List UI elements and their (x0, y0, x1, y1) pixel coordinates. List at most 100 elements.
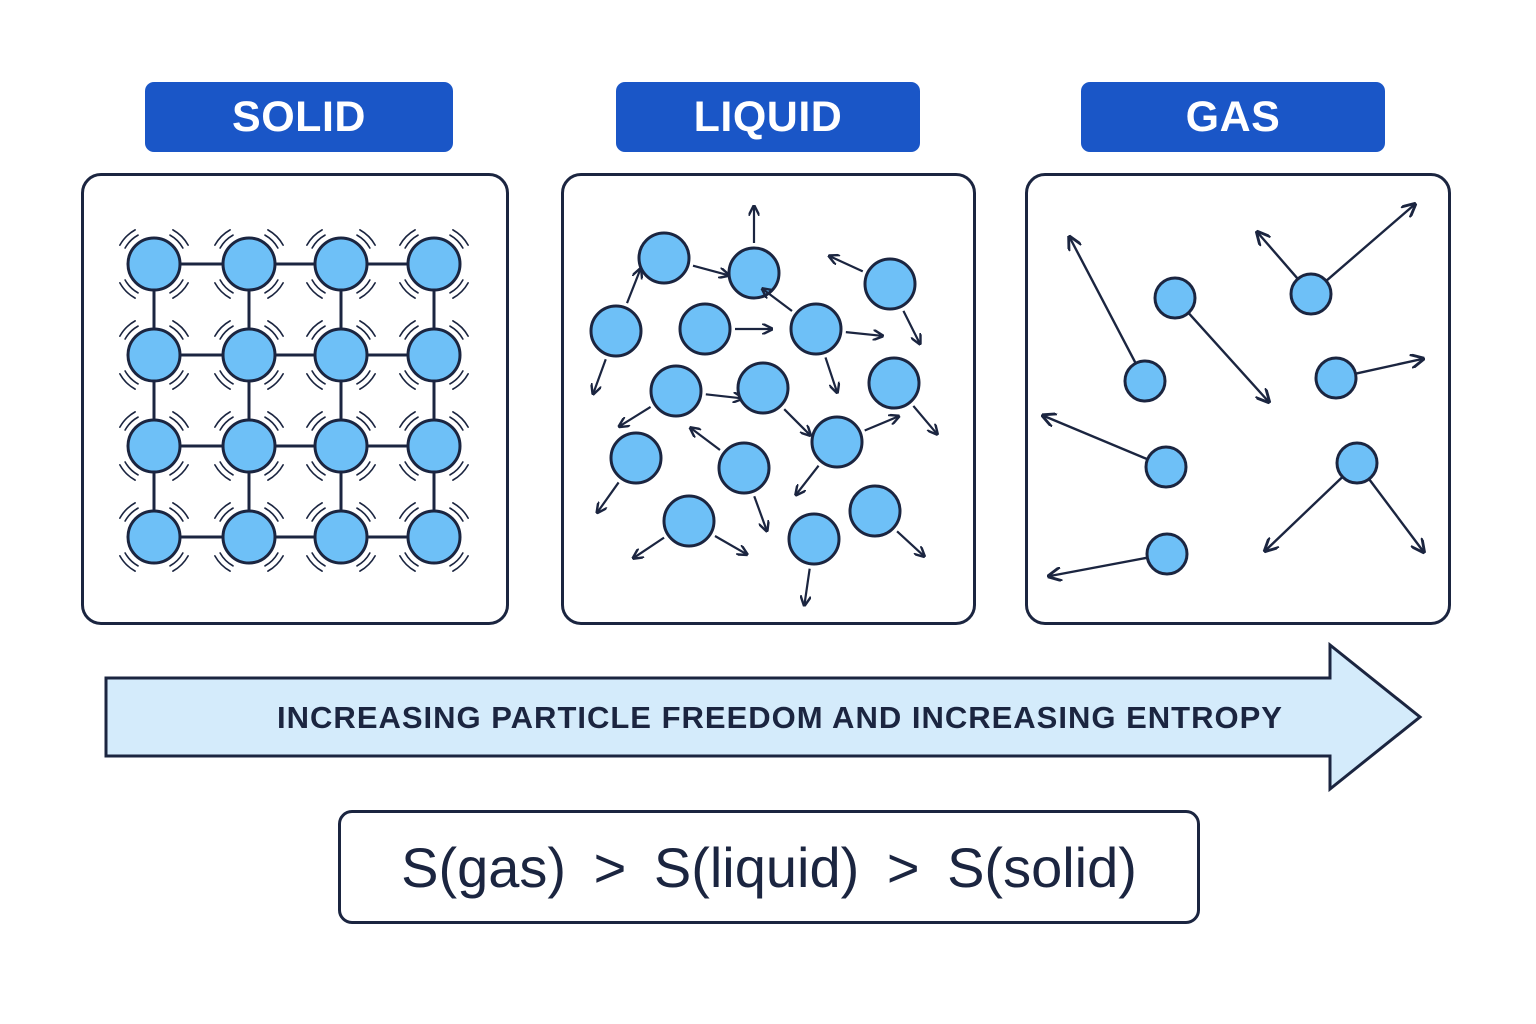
motion-arrow (625, 270, 640, 304)
liquid-particle (649, 364, 703, 418)
trajectory-arrow (1070, 238, 1137, 364)
motion-arrow (912, 405, 936, 434)
solid-particle (126, 418, 182, 474)
solid-particle (313, 236, 369, 292)
gas-particle-group (1070, 238, 1167, 403)
gas-particle (1289, 272, 1333, 316)
vibration-marks (119, 320, 189, 390)
liquid-particle-group (634, 494, 746, 558)
solid-particle (221, 327, 277, 383)
liquid-particle-group (763, 289, 881, 391)
vibration-marks (214, 229, 284, 299)
solid-particle (221, 509, 277, 565)
liquid-particle-group (691, 428, 771, 530)
liquid-particle-group (598, 431, 663, 512)
gas-particle-group (1266, 441, 1423, 551)
solid-particle (406, 509, 462, 565)
gas-particle (1144, 445, 1188, 489)
solid-particle (313, 327, 369, 383)
motion-arrow (896, 530, 923, 555)
gas-particle (1145, 532, 1189, 576)
gas-particle-group (1153, 276, 1268, 401)
liquid-particle-group (678, 302, 771, 356)
motion-arrow (805, 568, 810, 605)
trajectory-arrow (1368, 478, 1423, 551)
liquid-panel (561, 173, 976, 625)
motion-arrow (763, 289, 793, 312)
gas-panel (1025, 173, 1451, 625)
entropy-arrow-text: INCREASING PARTICLE FREEDOM AND INCREASI… (277, 699, 1283, 735)
vibration-marks (306, 411, 376, 481)
motion-arrow (796, 465, 820, 494)
vibration-marks (399, 320, 469, 390)
liquid-particle-group (727, 207, 781, 300)
motion-arrow (691, 428, 721, 451)
liquid-particle (717, 441, 771, 495)
liquid-particle-group (589, 270, 643, 393)
motion-arrow (620, 405, 652, 426)
trajectory-arrow (1187, 312, 1268, 401)
solid-particle (313, 509, 369, 565)
gas-particle (1314, 356, 1358, 400)
liquid-particle (727, 246, 781, 300)
solid-lattice-diagram (119, 229, 469, 572)
liquid-particle (637, 231, 691, 285)
solid-particle (221, 418, 277, 474)
motion-arrow (830, 256, 864, 273)
solid-particle (126, 327, 182, 383)
solid-particle (313, 418, 369, 474)
liquid-particle-group (796, 417, 897, 494)
liquid-particle (678, 302, 732, 356)
liquid-particles-diagram (589, 176, 976, 625)
vibration-marks (306, 502, 376, 572)
solid-panel (81, 173, 509, 625)
solid-particle (126, 236, 182, 292)
vibration-marks (306, 229, 376, 299)
liquid-particle-group (830, 256, 919, 343)
liquid-particle (736, 361, 790, 415)
trajectory-arrow (1050, 556, 1148, 576)
vibration-marks (399, 229, 469, 299)
solid-particle (221, 236, 277, 292)
liquid-particle (848, 484, 902, 538)
liquid-particle-group (787, 512, 841, 605)
gas-particles-diagram (1028, 176, 1451, 625)
liquid-particle (662, 494, 716, 548)
liquid-particle-group (867, 356, 937, 434)
vibration-marks (119, 411, 189, 481)
vibration-marks (399, 411, 469, 481)
motion-arrow (864, 417, 898, 432)
vibration-marks (214, 411, 284, 481)
liquid-label: LIQUID (616, 82, 920, 152)
solid-particle (406, 418, 462, 474)
gas-particle (1335, 441, 1379, 485)
liquid-particle (609, 431, 663, 485)
liquid-particle (787, 512, 841, 566)
gas-particle-group (1314, 356, 1422, 400)
vibration-marks (214, 502, 284, 572)
entropy-formula: S(gas) > S(liquid) > S(solid) (338, 810, 1200, 924)
liquid-particle (867, 356, 921, 410)
motion-arrow (845, 332, 882, 336)
trajectory-arrow (1258, 233, 1299, 280)
motion-arrow (902, 310, 919, 343)
motion-arrow (714, 535, 746, 554)
motion-arrow (634, 536, 665, 558)
liquid-particle (810, 415, 864, 469)
entropy-arrow-shape (104, 641, 1423, 793)
liquid-particle-group (736, 361, 810, 435)
gas-particle-group (1050, 532, 1189, 576)
gas-particle (1153, 276, 1197, 320)
liquid-particle (589, 304, 643, 358)
liquid-particle-group (848, 484, 924, 556)
liquid-particle (863, 257, 917, 311)
motion-arrow (598, 481, 620, 511)
motion-arrow (753, 495, 766, 530)
lattice-bonds (152, 262, 436, 539)
solid-particle (406, 327, 462, 383)
trajectory-arrow (1355, 359, 1422, 375)
trajectory-arrow (1044, 416, 1149, 461)
solid-label: SOLID (145, 82, 453, 152)
motion-arrow (824, 357, 836, 391)
liquid-particle (789, 302, 843, 356)
